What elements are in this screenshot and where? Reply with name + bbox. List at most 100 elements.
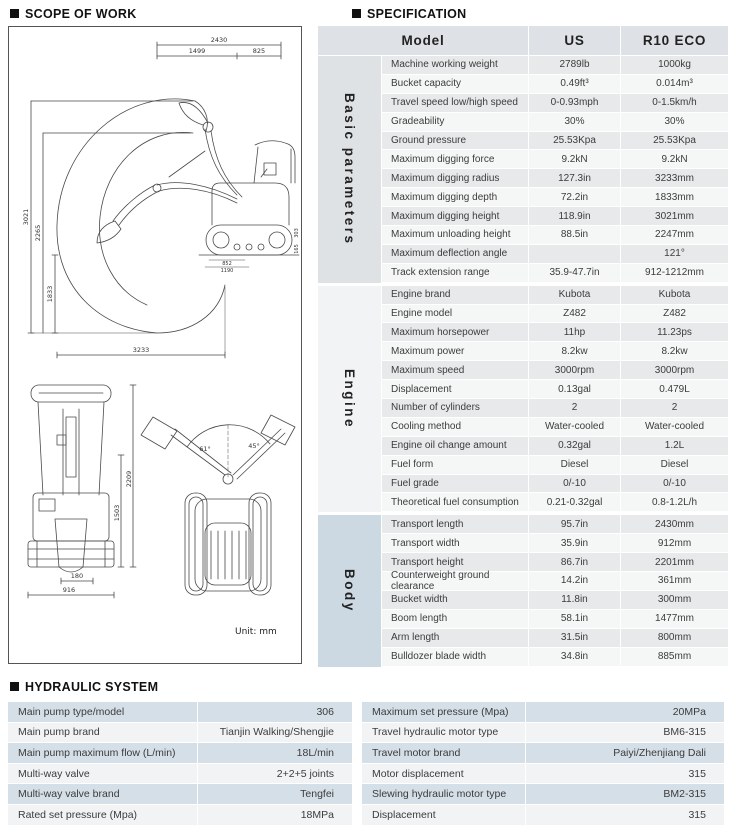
- hydraulic-param-label: Rated set pressure (Mpa): [8, 804, 197, 825]
- dim-mid-height: 2265: [34, 225, 42, 242]
- dim-dig-depth: 1833: [46, 286, 54, 303]
- spec-param-label: Engine oil change amount: [382, 436, 528, 455]
- spec-value-us: 30%: [529, 112, 620, 131]
- dim-dig-radius: 3233: [133, 346, 150, 354]
- hydraulic-param-label: Displacement: [362, 804, 525, 825]
- hydraulic-param-label: Motor displacement: [362, 763, 525, 784]
- spec-value-us: 31.5in: [529, 628, 620, 647]
- spec-value-us: 118.9in: [529, 207, 620, 226]
- spec-param-label: Number of cylinders: [382, 399, 528, 417]
- scope-of-work-panel: 2430 1499 825 3021 2265 1833 3233 852 11…: [8, 26, 302, 664]
- spec-value-us: 72.2in: [529, 188, 620, 207]
- spec-value-us: 8.2kw: [529, 342, 620, 361]
- spec-param-label: Ground pressure: [382, 131, 528, 150]
- spec-value-eco: Z482: [621, 304, 728, 323]
- dim-clearance-a: 303: [294, 228, 300, 238]
- spec-value-eco: Kubota: [621, 285, 728, 304]
- spec-value-eco: 0-1.5km/h: [621, 93, 728, 112]
- spec-param-label: Maximum unloading height: [382, 226, 528, 244]
- dim-transport-total: 2430: [211, 36, 228, 44]
- hydraulic-value: 2+2+5 joints: [198, 763, 352, 784]
- hydraulic-param-label: Main pump maximum flow (L/min): [8, 743, 197, 763]
- spec-value-eco: 361mm: [621, 572, 728, 590]
- spec-header-model: Model: [318, 26, 528, 55]
- dim-swing-right-angle: 45°: [248, 442, 260, 450]
- hydraulic-value: Tengfei: [198, 784, 352, 804]
- spec-param-label: Displacement: [382, 380, 528, 399]
- dim-track-len-a: 852: [222, 261, 232, 267]
- spec-title-text: SPECIFICATION: [367, 7, 467, 21]
- spec-param-label: Transport length: [382, 515, 528, 534]
- spec-value-eco: 3000rpm: [621, 361, 728, 380]
- spec-value-us: 0.49ft³: [529, 74, 620, 93]
- spec-header-r10-eco: R10 ECO: [621, 26, 728, 55]
- spec-param-label: Theoretical fuel consumption: [382, 493, 528, 512]
- unit-label: Unit: mm: [235, 627, 277, 637]
- spec-value-us: 35.9in: [529, 534, 620, 553]
- spec-value-eco: 0.014m³: [621, 74, 728, 93]
- square-bullet-icon: [10, 682, 19, 691]
- spec-value-eco: 11.23ps: [621, 323, 728, 342]
- dim-overall-height: 2209: [125, 471, 133, 488]
- hydraulic-system-title: HYDRAULIC SYSTEM: [10, 680, 158, 694]
- spec-param-label: Maximum digging force: [382, 150, 528, 169]
- dim-max-height: 3021: [22, 209, 30, 226]
- spec-value-us: [529, 244, 620, 263]
- spec-value-us: 9.2kN: [529, 150, 620, 169]
- hydraulic-value: Paiyi/Zhenjiang Dali: [526, 743, 724, 763]
- spec-value-eco: 300mm: [621, 590, 728, 609]
- spec-value-eco: 0.479L: [621, 380, 728, 399]
- spec-param-label: Fuel form: [382, 455, 528, 474]
- excavator-technical-drawing: 2430 1499 825 3021 2265 1833 3233 852 11…: [22, 36, 300, 637]
- spec-param-label: Travel speed low/high speed: [382, 93, 528, 112]
- spec-value-eco: 912mm: [621, 534, 728, 553]
- dim-rear-span: 825: [253, 47, 265, 55]
- spec-param-label: Cooling method: [382, 417, 528, 436]
- hydraulic-value: 20MPa: [526, 702, 724, 722]
- spec-group-label: Body: [318, 515, 381, 667]
- spec-param-label: Engine model: [382, 304, 528, 323]
- spec-param-label: Machine working weight: [382, 56, 528, 74]
- spec-param-label: Bulldozer blade width: [382, 647, 528, 666]
- hydraulic-value: 18MPa: [198, 804, 352, 825]
- spec-param-label: Maximum speed: [382, 361, 528, 380]
- spec-value-eco: 885mm: [621, 647, 728, 666]
- spec-value-eco: 121°: [621, 244, 728, 263]
- square-bullet-icon: [10, 9, 19, 18]
- spec-value-eco: 30%: [621, 112, 728, 131]
- hydraulic-param-label: Multi-way valve brand: [8, 784, 197, 804]
- spec-value-us: 127.3in: [529, 169, 620, 188]
- spec-param-label: Maximum horsepower: [382, 323, 528, 342]
- spec-value-eco: 8.2kw: [621, 342, 728, 361]
- dim-track-len-b: 1190: [221, 268, 234, 274]
- hydraulic-value: 18L/min: [198, 743, 352, 763]
- spec-value-eco: 2247mm: [621, 226, 728, 244]
- spec-value-us: 25.53Kpa: [529, 131, 620, 150]
- spec-value-us: 3000rpm: [529, 361, 620, 380]
- spec-value-us: 95.7in: [529, 515, 620, 534]
